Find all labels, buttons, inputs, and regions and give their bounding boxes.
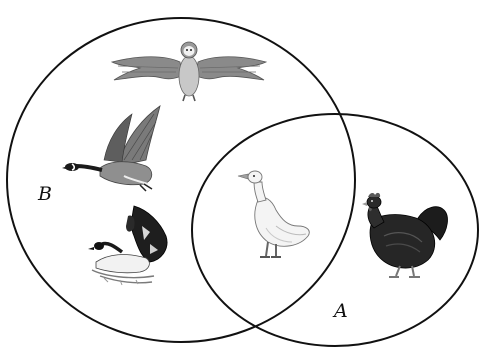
set-a-label: A: [332, 300, 348, 322]
hen-icon: [362, 193, 447, 277]
canada-goose-icon: [62, 106, 160, 191]
diving-bird-icon: [88, 206, 167, 285]
owl-icon: [112, 42, 266, 101]
set-b-label: B: [37, 183, 52, 205]
white-goose-icon: [238, 171, 309, 257]
